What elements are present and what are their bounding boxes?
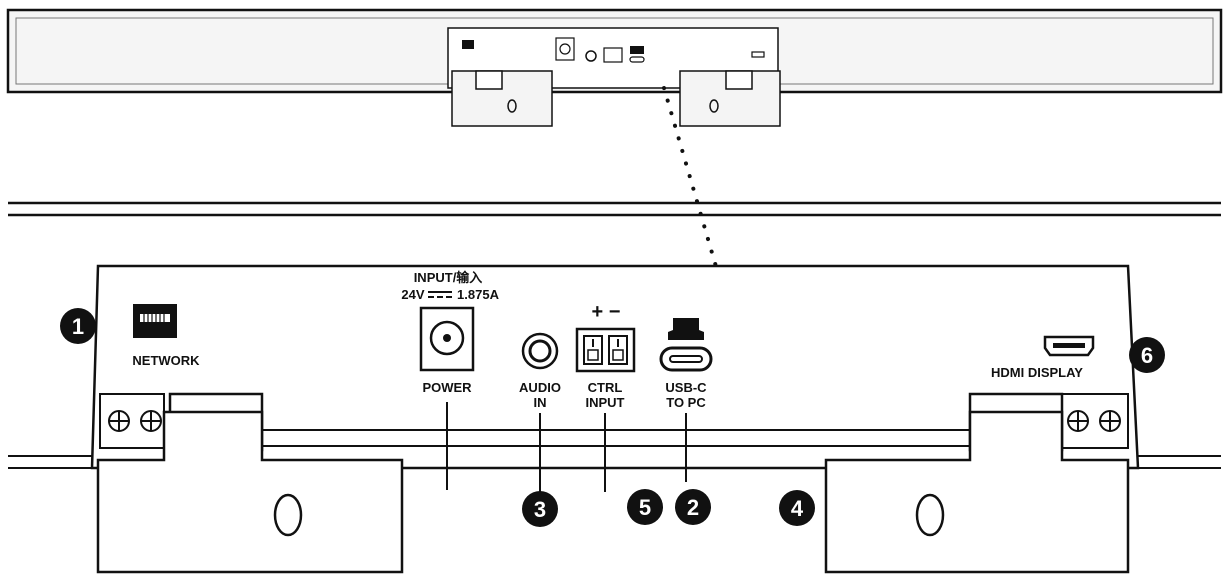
overview-hdmi-port [751, 51, 765, 58]
ctrl-label-line2: INPUT [586, 395, 625, 410]
svg-text:6: 6 [1141, 343, 1153, 368]
overview-usb-icon [630, 46, 644, 54]
ctrl-label-line1: CTRL [588, 380, 623, 395]
ctrl-input-port: + − CTRL INPUT [575, 301, 636, 492]
overview-power-jack [555, 37, 575, 61]
mount-bracket-right [824, 392, 1130, 574]
soundbar-overview [6, 8, 1223, 127]
callout-3: 3 [522, 491, 558, 527]
power-rating-voltage: 24V [401, 287, 424, 302]
callout-4: 4 [779, 490, 815, 526]
overview-bracket-right [679, 70, 781, 127]
power-label: POWER [422, 380, 472, 395]
usbc-label-line2: TO PC [666, 395, 706, 410]
audio-in-label-line2: IN [534, 395, 547, 410]
usb-c-port: USB-C TO PC [659, 318, 713, 482]
hdmi-port: HDMI DISPLAY [991, 335, 1095, 380]
network-port: NETWORK [132, 304, 200, 368]
usbc-label-line1: USB-C [665, 380, 707, 395]
audio-in-port: AUDIO IN [519, 332, 561, 492]
ctrl-polarity: + − [592, 301, 621, 323]
callout-6: 6 [1129, 337, 1165, 373]
power-rating-current: 1.875A [457, 287, 500, 302]
overview-network-icon [462, 40, 474, 49]
svg-text:4: 4 [791, 496, 804, 521]
power-port: INPUT/输入 24V 1.875A POWER [401, 270, 500, 490]
overview-ctrl-port [603, 47, 623, 63]
network-label: NETWORK [132, 353, 200, 368]
overview-bracket-left [451, 70, 553, 127]
audio-in-label-line1: AUDIO [519, 380, 561, 395]
usb-computer-icon [668, 318, 704, 340]
hdmi-label: HDMI DISPLAY [991, 365, 1083, 380]
dc-symbol-icon [428, 291, 452, 298]
svg-text:2: 2 [687, 495, 699, 520]
svg-text:1: 1 [72, 314, 84, 339]
callout-2: 2 [675, 489, 711, 525]
svg-text:5: 5 [639, 495, 651, 520]
callout-5: 5 [627, 489, 663, 525]
power-rating-line1: INPUT/输入 [414, 270, 483, 285]
svg-text:3: 3 [534, 497, 546, 522]
overview-usbc-port [629, 56, 645, 63]
callout-1: 1 [60, 308, 96, 344]
overview-power-hole [559, 43, 571, 55]
mount-bracket-left [96, 392, 404, 574]
overview-audio-jack [585, 50, 597, 62]
